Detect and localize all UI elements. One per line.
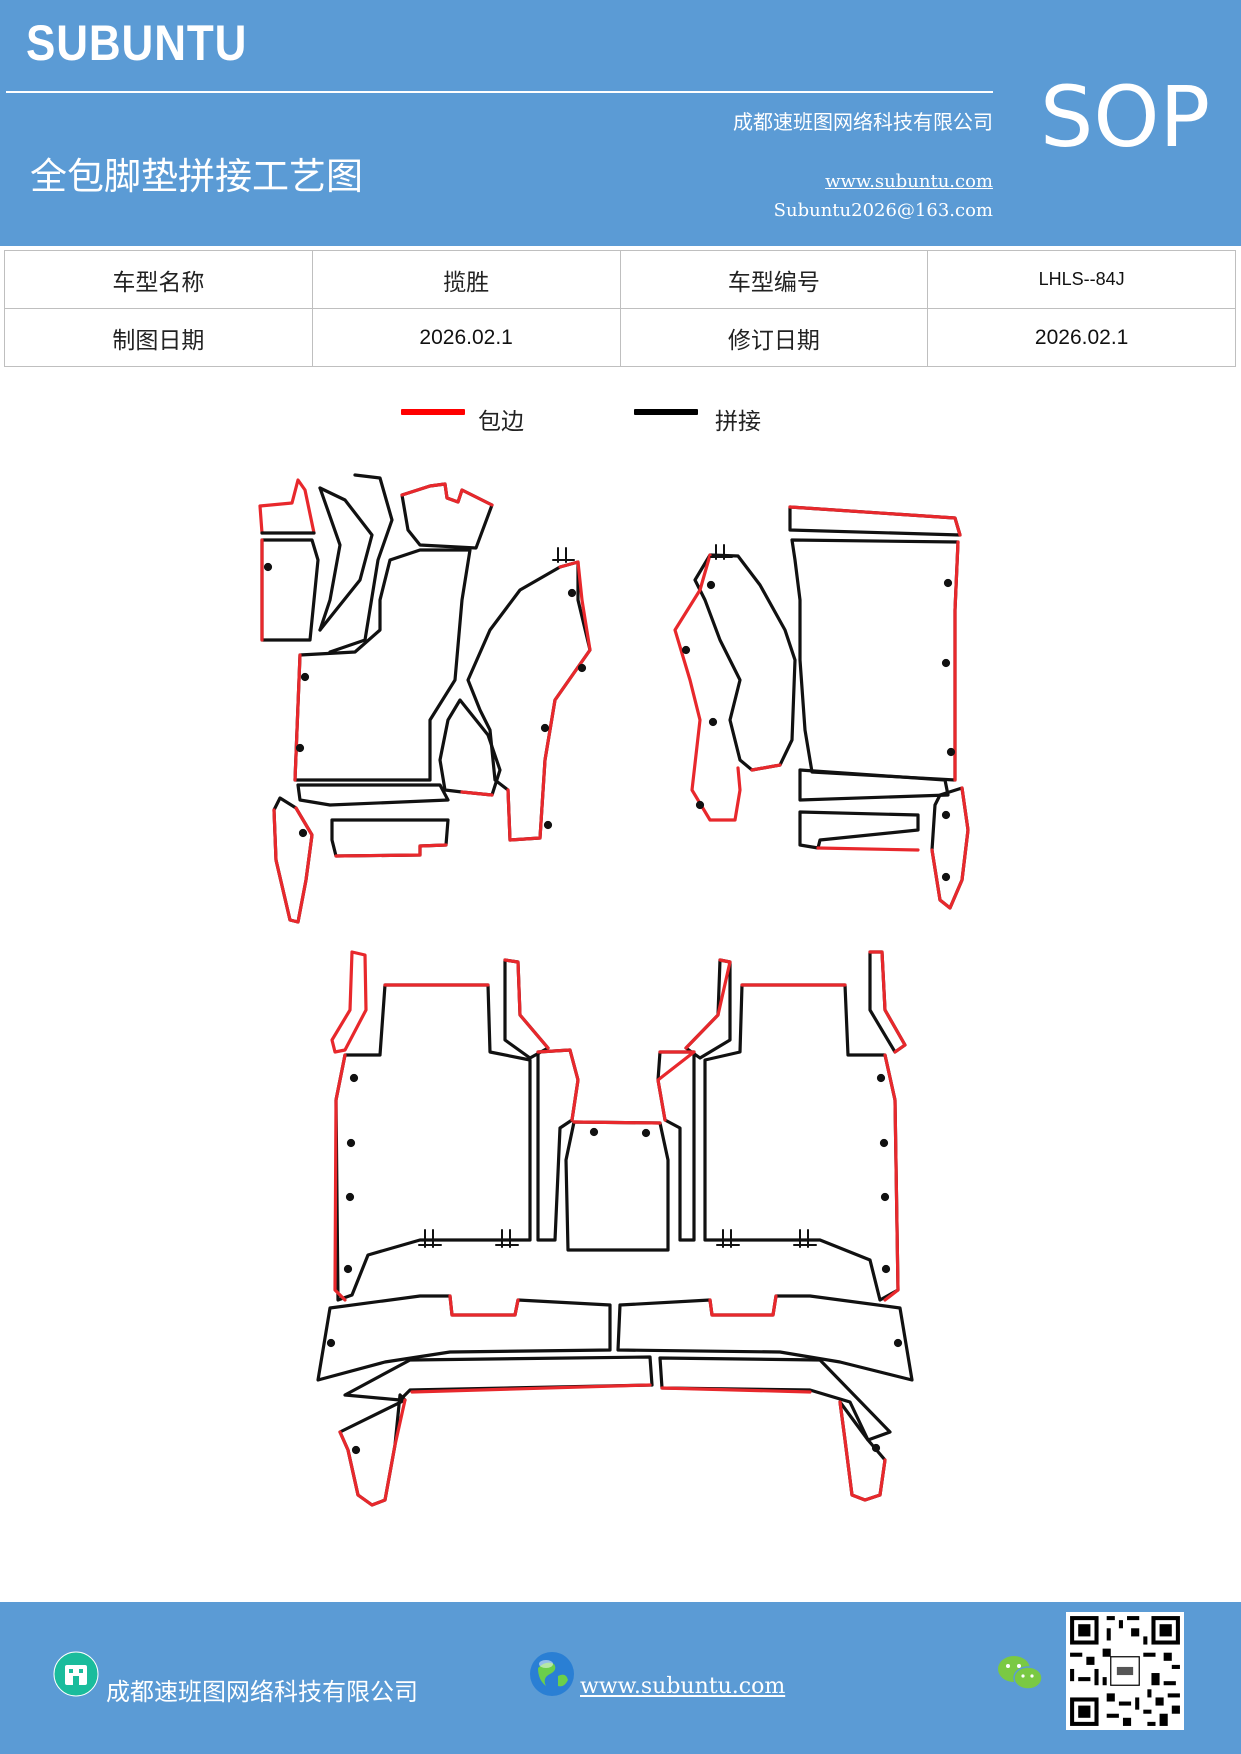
right-front-mat — [673, 505, 970, 910]
label-draw-date: 制图日期 — [4, 308, 313, 367]
left-front-mat — [258, 473, 592, 924]
legend-swatch-seam — [634, 409, 698, 415]
info-table: 车型名称 揽胜 车型编号 LHLS--84J 制图日期 2026.02.1 修订… — [4, 250, 1236, 367]
rear-mat — [316, 950, 914, 1507]
table-row: 制图日期 2026.02.1 修订日期 2026.02.1 — [4, 308, 1236, 367]
value-model-code: LHLS--84J — [927, 250, 1236, 309]
label-model-code: 车型编号 — [619, 250, 929, 309]
value-revise-date: 2026.02.1 — [927, 308, 1236, 367]
website-link[interactable]: www.subuntu.com — [825, 171, 993, 192]
brand-logo: SUBUNTU — [26, 15, 248, 71]
legend-swatch-trim — [401, 409, 465, 415]
header-divider — [6, 91, 993, 93]
floor-mat-diagram — [258, 473, 970, 1507]
page-title: 全包脚垫拼接工艺图 — [30, 155, 363, 198]
legend-label-trim: 包边 — [478, 409, 524, 435]
company-name: 成都速班图网络科技有限公司 — [733, 110, 993, 134]
footer-banner: 成都速班图网络科技有限公司 www.subuntu.com — [0, 1602, 1241, 1754]
wechat-icon — [998, 1656, 1043, 1690]
email-address: Subuntu2026@163.com — [773, 200, 993, 221]
label-revise-date: 修订日期 — [619, 308, 929, 367]
qr-code-pattern — [1066, 1612, 1184, 1730]
footer-website-link[interactable]: www.subuntu.com — [580, 1674, 786, 1699]
label-model-name: 车型名称 — [4, 250, 313, 309]
value-model-name: 揽胜 — [311, 250, 621, 309]
table-row: 车型名称 揽胜 车型编号 LHLS--84J — [4, 250, 1236, 309]
legend-label-seam: 拼接 — [715, 409, 761, 435]
header-banner: SUBUNTU 成都速班图网络科技有限公司 全包脚垫拼接工艺图 www.subu… — [0, 0, 1241, 246]
qr-code — [1066, 1612, 1184, 1730]
sop-badge: SOP — [1040, 68, 1211, 166]
building-icon — [53, 1651, 99, 1697]
footer-company: 成都速班图网络科技有限公司 — [106, 1678, 418, 1706]
value-draw-date: 2026.02.1 — [311, 308, 621, 367]
globe-icon — [530, 1652, 574, 1696]
